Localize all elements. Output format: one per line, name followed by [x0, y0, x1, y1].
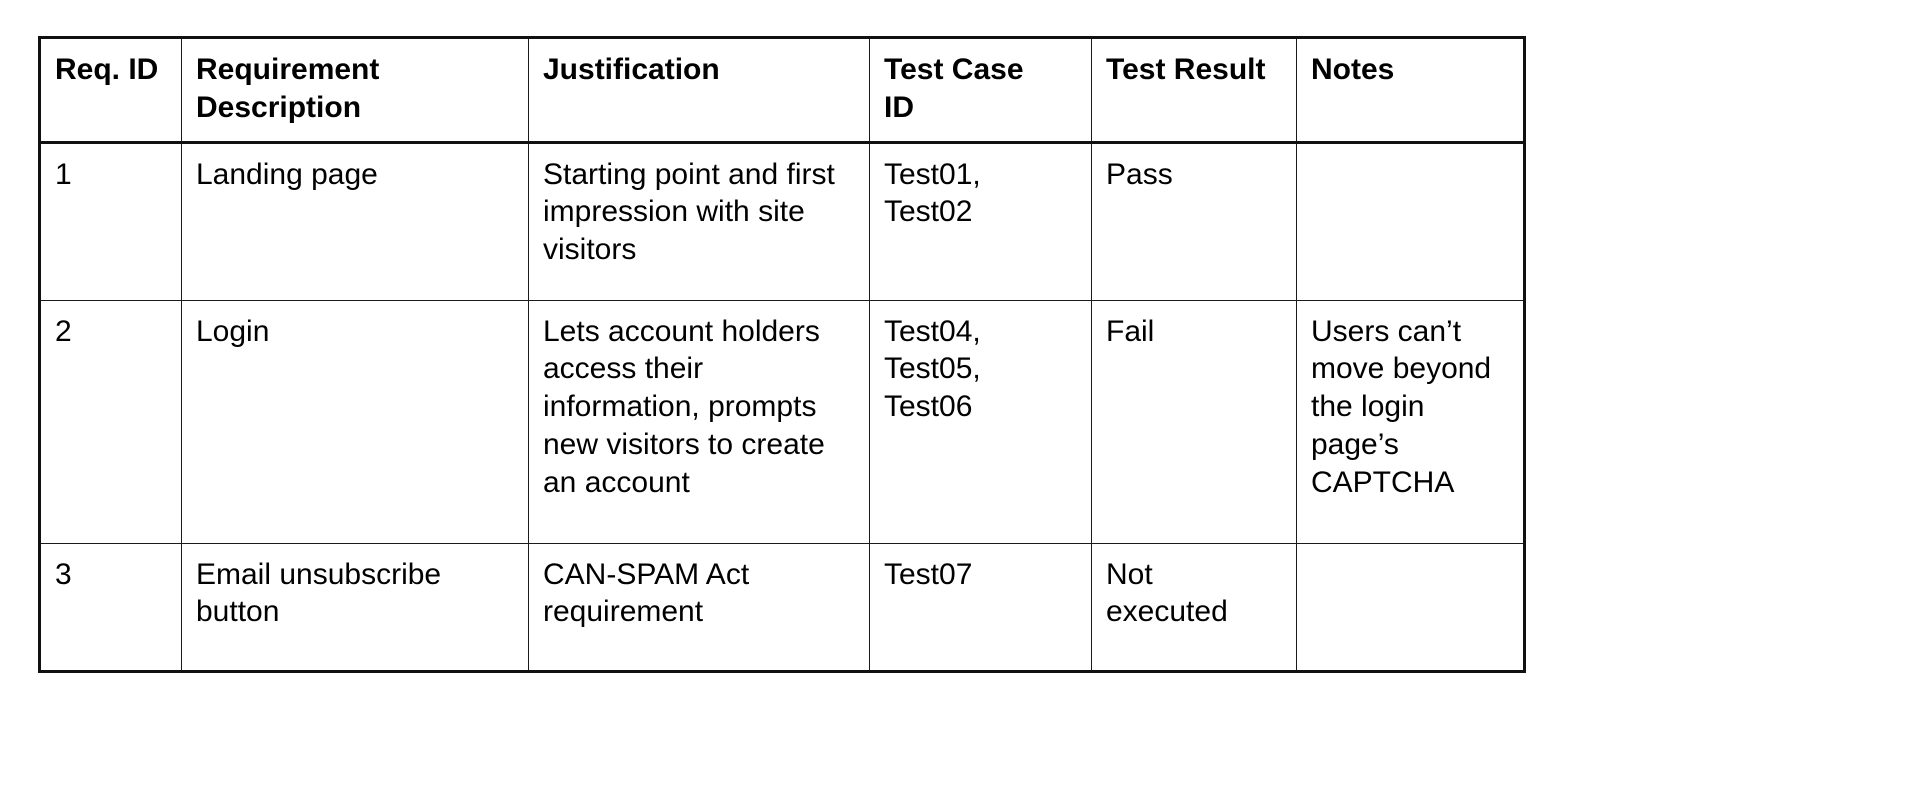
cell-justification: Starting point and first impression with…: [528, 141, 870, 301]
cell-test-case-id: Test07: [869, 542, 1092, 673]
cell-notes: [1296, 542, 1526, 673]
cell-notes: [1296, 141, 1526, 301]
cell-justification: CAN-SPAM Act requirement: [528, 542, 870, 673]
cell-justification: Lets account holders access their inform…: [528, 299, 870, 544]
cell-test-result: Pass: [1091, 141, 1297, 301]
column-header-notes: Notes: [1296, 36, 1526, 144]
cell-test-result: Fail: [1091, 299, 1297, 544]
column-header-requirement-description: Requirement Description: [181, 36, 529, 144]
cell-req-id: 1: [38, 141, 182, 301]
cell-description: Email unsubscribe button: [181, 542, 529, 673]
table-row: 1 Landing page Starting point and first …: [38, 141, 1526, 301]
column-header-req-id: Req. ID: [38, 36, 182, 144]
cell-test-result: Not executed: [1091, 542, 1297, 673]
table-header-row: Req. ID Requirement Description Justific…: [38, 36, 1526, 144]
column-header-test-case-id: Test Case ID: [869, 36, 1092, 144]
column-header-test-result: Test Result: [1091, 36, 1297, 144]
cell-req-id: 3: [38, 542, 182, 673]
column-header-justification: Justification: [528, 36, 870, 144]
table-row: 3 Email unsubscribe button CAN-SPAM Act …: [38, 542, 1526, 673]
cell-test-case-id: Test04, Test05, Test06: [869, 299, 1092, 544]
requirements-traceability-table: Req. ID Requirement Description Justific…: [38, 36, 1526, 673]
cell-notes: Users can’t move beyond the login page’s…: [1296, 299, 1526, 544]
cell-test-case-id: Test01, Test02: [869, 141, 1092, 301]
cell-req-id: 2: [38, 299, 182, 544]
cell-description: Login: [181, 299, 529, 544]
cell-description: Landing page: [181, 141, 529, 301]
table-row: 2 Login Lets account holders access thei…: [38, 299, 1526, 544]
